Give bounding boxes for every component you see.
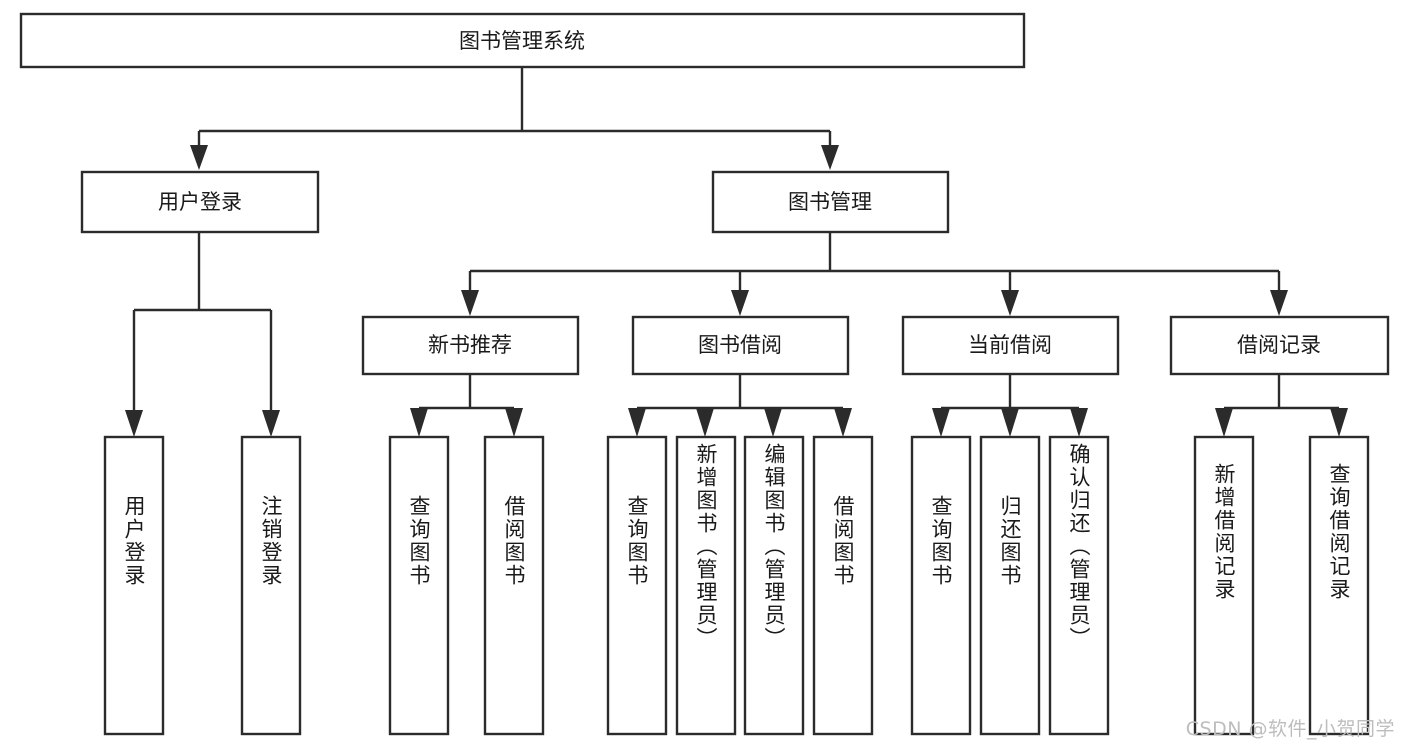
node-user-login[interactable]: 用户登录 xyxy=(80,170,320,234)
arrow-head-cb-leaf-0 xyxy=(932,408,950,437)
leaf-new-book-0[interactable]: 查询图书 xyxy=(388,435,450,736)
leaf-borrow-record-0[interactable]: 新增借阅记录 xyxy=(1193,435,1255,736)
node-borrow-record-box[interactable] xyxy=(1169,315,1390,376)
node-book-manage[interactable]: 图书管理 xyxy=(711,170,950,234)
leaf-user-login-0-label: 用户登录 xyxy=(122,495,147,587)
leaf-borrow-record-1-label: 查询借阅记录 xyxy=(1327,463,1352,601)
leaf-current-borrow-0[interactable]: 查询图书 xyxy=(910,435,972,736)
node-borrow-record[interactable]: 借阅记录 xyxy=(1169,315,1390,376)
leaf-current-borrow-2[interactable]: 确认归还（管理员） xyxy=(1048,435,1110,736)
leaf-borrow-record-1[interactable]: 查询借阅记录 xyxy=(1308,435,1370,736)
leaf-book-borrow-3-label: 借阅图书 xyxy=(831,495,856,587)
leaf-book-borrow-2-label: 编辑图书（管理员） xyxy=(762,443,787,650)
connector-layer xyxy=(125,67,1348,437)
arrow-head-cb-leaf-2 xyxy=(1070,408,1088,437)
leaf-current-borrow-2-label: 确认归还（管理员） xyxy=(1067,443,1092,650)
leaf-borrow-record-0-label: 新增借阅记录 xyxy=(1212,463,1237,601)
node-root-box[interactable] xyxy=(19,12,1026,69)
leaf-current-borrow-2-box[interactable] xyxy=(1048,435,1110,736)
arrow-head-new-book xyxy=(461,290,479,316)
leaf-current-borrow-0-box[interactable] xyxy=(910,435,972,736)
arrow-head-bb-leaf-1 xyxy=(696,408,714,437)
arrow-head-user-login-leaf-0 xyxy=(125,410,143,437)
arrow-head-borrow-record xyxy=(1270,290,1288,316)
arrow-head-book-manage xyxy=(821,145,839,170)
node-book-borrow[interactable]: 图书借阅 xyxy=(631,315,850,376)
leaf-new-book-0-box[interactable] xyxy=(388,435,450,736)
leaf-book-borrow-0-label: 查询图书 xyxy=(625,495,650,587)
leaf-book-borrow-2[interactable]: 编辑图书（管理员） xyxy=(743,435,805,736)
arrow-head-bb-leaf-3 xyxy=(834,408,852,437)
leaf-book-borrow-1[interactable]: 新增图书（管理员） xyxy=(675,435,737,736)
node-user-login-box[interactable] xyxy=(80,170,320,234)
node-current-borrow-label: 当前借阅 xyxy=(968,333,1052,357)
leaf-borrow-record-1-box[interactable] xyxy=(1308,435,1370,736)
arrow-head-bb-leaf-2 xyxy=(764,408,782,437)
arrow-head-nb-leaf-1 xyxy=(505,408,523,437)
node-root[interactable]: 图书管理系统 xyxy=(19,12,1026,69)
arrow-head-user-login xyxy=(190,145,208,170)
node-new-book-box[interactable] xyxy=(361,315,580,376)
node-new-book[interactable]: 新书推荐 xyxy=(361,315,580,376)
node-root-label: 图书管理系统 xyxy=(459,29,585,53)
arrow-head-user-login-leaf-1 xyxy=(262,410,280,437)
leaf-book-borrow-0-box[interactable] xyxy=(606,435,668,736)
arrow-head-br-leaf-0 xyxy=(1215,408,1233,437)
node-book-manage-box[interactable] xyxy=(711,170,950,234)
leaf-user-login-0[interactable]: 用户登录 xyxy=(103,435,165,736)
node-new-book-label: 新书推荐 xyxy=(428,333,512,357)
leaf-new-book-0-label: 查询图书 xyxy=(407,495,432,587)
leaf-book-borrow-3-box[interactable] xyxy=(812,435,874,736)
arrow-head-bb-leaf-0 xyxy=(628,408,646,437)
leaf-new-book-1-label: 借阅图书 xyxy=(502,495,527,587)
node-current-borrow-box[interactable] xyxy=(901,315,1120,376)
leaf-current-borrow-1[interactable]: 归还图书 xyxy=(979,435,1041,736)
leaf-user-login-0-box[interactable] xyxy=(103,435,165,736)
leaf-book-borrow-3[interactable]: 借阅图书 xyxy=(812,435,874,736)
leaf-user-login-1-label: 注销登录 xyxy=(259,495,284,587)
arrow-head-current-borrow xyxy=(1001,290,1019,316)
leaf-user-login-1[interactable]: 注销登录 xyxy=(240,435,302,736)
node-user-login-label: 用户登录 xyxy=(158,190,242,214)
leaf-current-borrow-1-box[interactable] xyxy=(979,435,1041,736)
leaf-book-borrow-1-label: 新增图书（管理员） xyxy=(694,443,719,650)
leaf-current-borrow-1-label: 归还图书 xyxy=(998,495,1023,587)
node-current-borrow[interactable]: 当前借阅 xyxy=(901,315,1120,376)
arrow-head-cb-leaf-1 xyxy=(1001,408,1019,437)
leaf-new-book-1-box[interactable] xyxy=(483,435,545,736)
leaf-book-borrow-2-box[interactable] xyxy=(743,435,805,736)
arrow-head-book-borrow xyxy=(731,290,749,316)
leaf-user-login-1-box[interactable] xyxy=(240,435,302,736)
leaf-new-book-1[interactable]: 借阅图书 xyxy=(483,435,545,736)
arrow-head-nb-leaf-0 xyxy=(410,408,428,437)
leaf-book-borrow-1-box[interactable] xyxy=(675,435,737,736)
leaf-book-borrow-0[interactable]: 查询图书 xyxy=(606,435,668,736)
node-book-borrow-label: 图书借阅 xyxy=(698,333,782,357)
leaf-current-borrow-0-label: 查询图书 xyxy=(929,495,954,587)
leaf-borrow-record-0-box[interactable] xyxy=(1193,435,1255,736)
node-book-borrow-box[interactable] xyxy=(631,315,850,376)
node-borrow-record-label: 借阅记录 xyxy=(1237,333,1321,357)
arrow-head-br-leaf-1 xyxy=(1330,408,1348,437)
node-book-manage-label: 图书管理 xyxy=(788,190,872,214)
